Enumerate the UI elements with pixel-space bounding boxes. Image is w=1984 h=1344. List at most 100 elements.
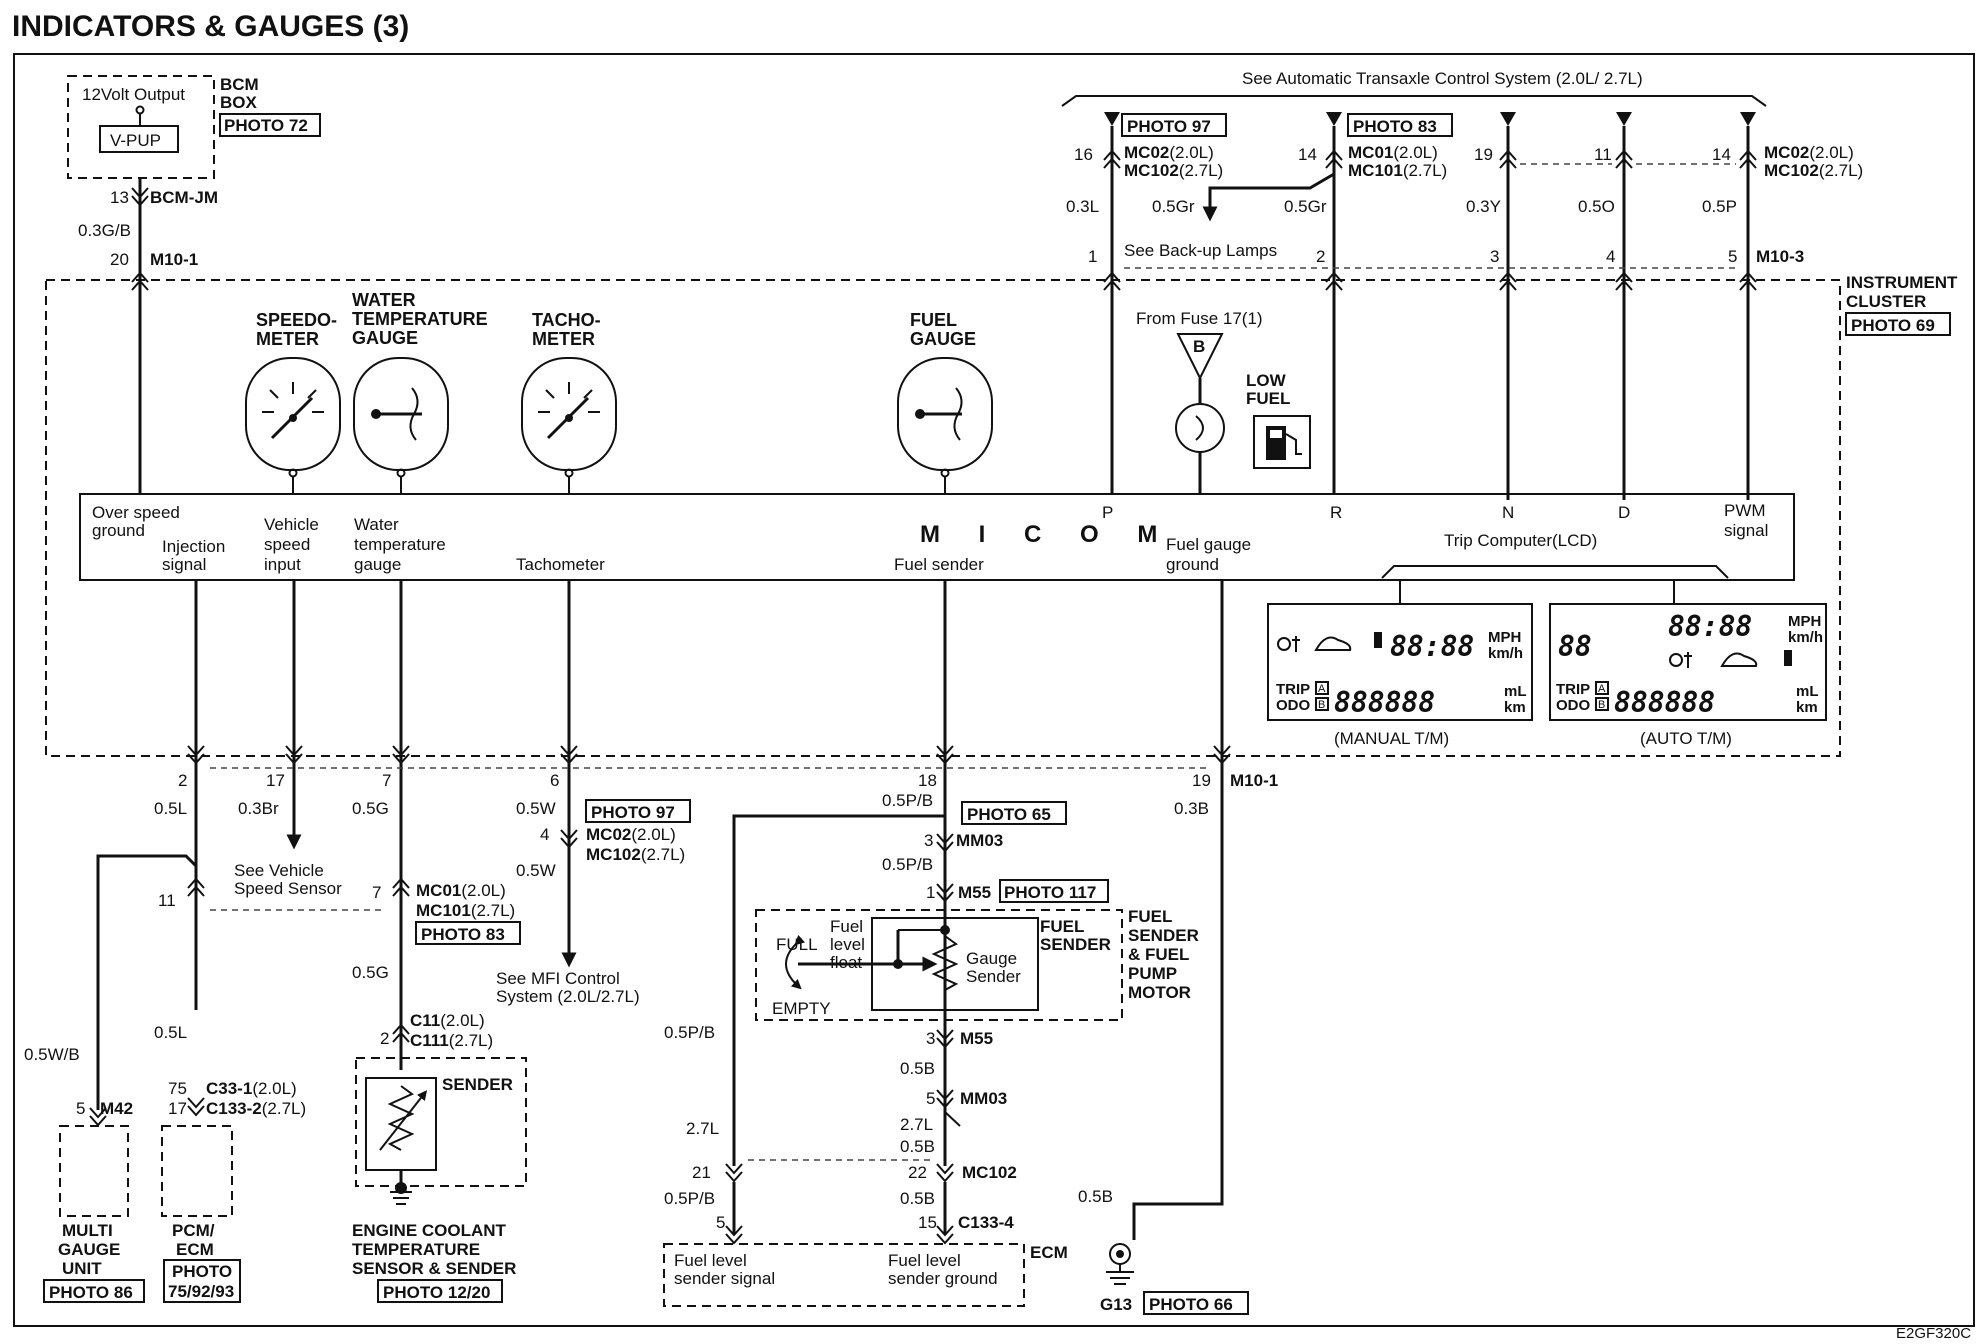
bcm-photo-label: PHOTO 72 [224,116,308,135]
fuel-wire-05b-a: 0.5B [900,1059,935,1078]
float-label-2: level [830,935,865,954]
bcm-jm-label: BCM-JM [150,188,218,207]
water-temp-label-3: GAUGE [352,328,418,348]
transaxle-pin-4: 4 [1606,247,1615,266]
transaxle-pin-11: 11 [1594,145,1612,164]
fuel-pin-22: 22 [908,1163,927,1182]
fuel-sender-inner-2: SENDER [1040,935,1111,954]
fls-label-2: sender signal [674,1269,775,1288]
injection-label-1: Injection [162,537,225,556]
transaxle-wire-05p: 0.5P [1702,197,1737,216]
lcd-manual-ml: mL [1504,683,1527,700]
trip-computer-label: Trip Computer(LCD) [1444,531,1597,550]
pin-75: 75 [168,1079,187,1098]
pump-motor-label-4: PUMP [1128,964,1177,983]
c111-label: C111 [410,1031,449,1050]
transaxle-pin-14b: 14 [1712,145,1731,164]
transaxle-wire-05gr-a: 0.5Gr [1152,197,1195,216]
lcd-manual-time: 88:88 [1390,630,1474,663]
bcm-pin-20: 20 [110,250,129,269]
fuel-pin-15: 15 [918,1213,937,1232]
pin-7b: 7 [372,883,381,902]
svg-text:MC01(2.0L): MC01(2.0L) [416,881,506,900]
tachometer-gauge [521,357,617,478]
c111-l27: (2.7L) [449,1031,493,1050]
c11-label: C11 [410,1011,440,1030]
wire-05g-a: 0.5G [352,799,389,818]
ect-label-1: ENGINE COOLANT [352,1221,507,1240]
svg-text:MC02(2.0L): MC02(2.0L) [1124,143,1214,162]
low-fuel-label-1: LOW [1246,371,1287,390]
diagram-code: E2GF320C [1896,1325,1971,1342]
pcm-label-2: ECM [176,1240,214,1259]
vss-note-1: See Vehicle [234,861,324,880]
fuel-sender-input-label: Fuel sender [894,555,984,574]
fuel-sender-assembly: Fuel level float FULL EMPTY Gauge Sender… [755,909,1123,1021]
low-fuel-lamp [1175,403,1225,453]
g13-label: G13 [1100,1295,1132,1314]
svg-text:MC101(2.7L): MC101(2.7L) [1348,161,1447,180]
pwm-label-1: PWM [1724,501,1766,520]
lower-photo97: PHOTO 97 [591,803,675,822]
mc102-fuel-label: MC102 [962,1163,1017,1182]
lower-pin-2: 2 [178,771,187,790]
lcd-manual-mph: MPH [1488,629,1521,646]
pump-motor-label-1: FUEL [1128,907,1172,926]
fuel-gauge-label-2: GAUGE [910,329,976,349]
lower-pin-6: 6 [550,771,559,790]
fuel-pin-5b: 5 [716,1213,725,1232]
mgu-label-1: MULTI [62,1221,113,1240]
lower-pin-17: 17 [266,771,285,790]
lcd-auto-kmh: km/h [1788,629,1823,646]
mc02-label-b: MC02 [1764,143,1809,162]
lcd-auto-b: B [1598,699,1605,711]
fls-label-1: Fuel level [674,1251,747,1270]
transaxle-wire-05gr-b: 0.5Gr [1284,197,1327,216]
mgu-photo: PHOTO 86 [49,1283,133,1302]
lcd-auto-time: 88:88 [1668,610,1752,643]
vehicle-speed-label-1: Vehicle [264,515,319,534]
svg-text:MC01(2.0L): MC01(2.0L) [1348,143,1438,162]
sender-label: SENDER [442,1075,513,1094]
fuel-pin-5: 5 [926,1089,935,1108]
micom-box [79,493,1795,581]
wire-05g-b: 0.5G [352,963,389,982]
fuel-pin-3: 3 [924,831,933,850]
fuel-wire-27l: 2.7L [900,1115,933,1134]
mc01-l20-b: (2.0L) [461,881,505,900]
lcd-auto-odo: ODO [1556,697,1591,714]
cluster-name-2: CLUSTER [1846,292,1926,311]
fuel-wire-05b-d: 0.5B [1078,1187,1113,1206]
pump-motor-label-2: SENDER [1128,926,1199,945]
mc01-label-b: MC01 [416,881,461,900]
svg-text:MC102(2.7L): MC102(2.7L) [1124,161,1223,180]
cluster-name-1: INSTRUMENT [1846,273,1958,292]
svg-text:C133-2(2.7L): C133-2(2.7L) [206,1099,306,1118]
lcd-manual-b: B [1318,699,1325,711]
vehicle-speed-label-3: input [264,555,301,574]
transaxle-pin-2: 2 [1316,247,1325,266]
flg-label-2: sender ground [888,1269,998,1288]
m10-3-label: M10-3 [1756,247,1804,266]
fuel-wire-05pb-left: 0.5P/B [664,1023,715,1042]
fuse-triangle [1176,333,1224,381]
mc101-label-a: MC101 [1348,161,1403,180]
tachometer-label-2: METER [532,329,595,349]
mc102-l27-c: (2.7L) [641,845,685,864]
svg-text:C33-1(2.0L): C33-1(2.0L) [206,1079,297,1098]
mc02-l20-c: (2.0L) [631,825,675,844]
tachometer-input-label: Tachometer [516,555,605,574]
lower-pin-7: 7 [382,771,391,790]
water-input-label-3: gauge [354,555,401,574]
n-label: N [1502,503,1514,522]
fuel-wire-05pb-left2: 0.5P/B [664,1189,715,1208]
ecm-box [663,1243,1025,1307]
pin-11: 11 [158,891,176,910]
float-label-1: Fuel [830,917,863,936]
ect-label-2: TEMPERATURE [352,1240,480,1259]
fuel-wire-05pb: 0.5P/B [882,855,933,874]
pump-motor-label-3: & FUEL [1128,945,1189,964]
backup-lamps-note: See Back-up Lamps [1124,241,1277,260]
bcm-m10-label: M10-1 [150,250,198,269]
